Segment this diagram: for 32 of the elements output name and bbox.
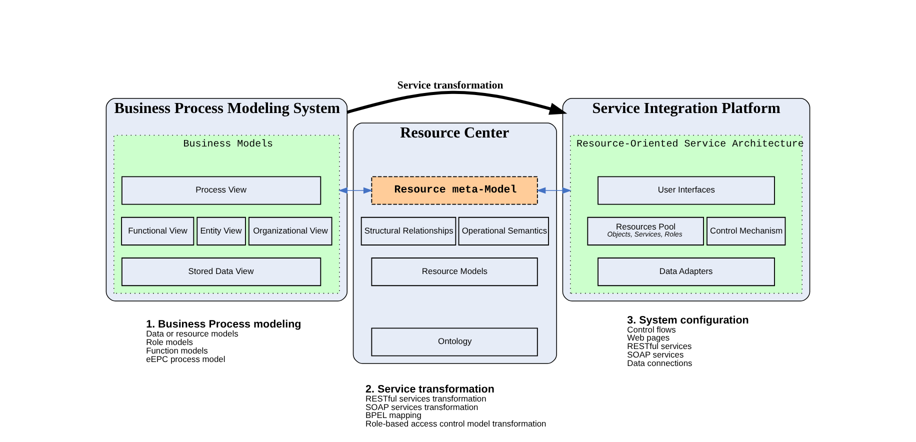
- node-label: BPEL mapping: [366, 410, 422, 420]
- node-label: Data or resource models: [146, 328, 238, 339]
- node-box: Structural Relationships: [360, 216, 456, 246]
- node-label: eEPC process model: [146, 354, 226, 364]
- node-label: 3. System configuration: [627, 314, 749, 326]
- node-label: Data connections: [627, 358, 692, 368]
- node-box: Resource Models: [371, 258, 538, 286]
- node-box: User Interfaces: [598, 176, 775, 205]
- node-box: Control Mechanism: [706, 216, 786, 246]
- node-box: Functional View: [121, 216, 194, 246]
- node-box: Organizational View: [248, 216, 332, 246]
- node-label: RESTful services: [627, 341, 692, 352]
- node-box: Data Adapters: [598, 258, 775, 286]
- arrow: [338, 187, 373, 194]
- node-box: Operational Semantics: [458, 216, 549, 246]
- node-box: Ontology: [371, 328, 538, 356]
- node-label: SOAP services transformation: [366, 402, 478, 412]
- edge-label: Service transformation: [397, 80, 504, 92]
- arrow: [536, 187, 572, 194]
- node-box: Process View: [121, 176, 322, 205]
- node-label: Role models: [146, 336, 193, 347]
- node-box: Stored Data View: [121, 258, 322, 286]
- node-box: Entity View: [196, 216, 246, 246]
- node-label: 2. Service transformation: [366, 383, 494, 396]
- node-label: SOAP services: [627, 350, 684, 360]
- arrow: [346, 90, 568, 115]
- node-box: Resource meta-Model: [371, 176, 538, 205]
- node-label: RESTful services transformation: [366, 393, 486, 404]
- node-label: Function models: [146, 345, 208, 356]
- node-label: 1. Business Process modeling: [146, 318, 302, 331]
- node-label: Role-based access control model transformation: [366, 418, 546, 429]
- node-label: Web pages: [627, 332, 670, 343]
